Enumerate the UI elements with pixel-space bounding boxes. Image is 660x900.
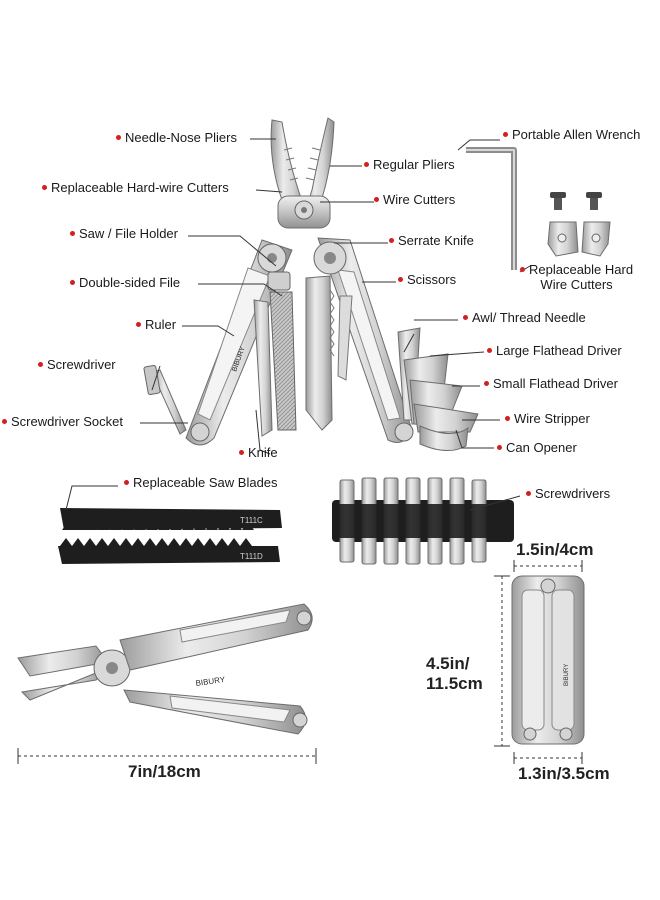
red-dot-icon [42,185,47,191]
red-dot-icon [70,231,75,237]
open-multitool-horizontal [17,603,313,735]
callout-double-sided-file: Double-sided File [70,275,180,291]
red-dot-icon [526,491,531,497]
red-dot-icon [463,315,468,321]
callout-wire-stripper: Wire Stripper [505,411,590,427]
allen-wrench [466,147,517,270]
callout-ruler: Ruler [136,317,176,333]
callout-wire-cutters: Wire Cutters [374,192,455,208]
callout-replaceable-hardwire-cutters: Replaceable Hard-wire Cutters [42,180,229,196]
callout-regular-pliers: Regular Pliers [364,157,455,173]
red-dot-icon [389,238,394,244]
callout-screwdrivers: Screwdrivers [526,486,610,502]
callout-saw-file-holder: Saw / File Holder [70,226,178,242]
red-dot-icon [374,197,379,203]
callout-scissors: Scissors [398,272,456,288]
callout-can-opener: Can Opener [497,440,577,456]
dimension-lines [18,565,582,759]
closed-multitool [511,575,585,745]
red-dot-icon [116,135,121,141]
callout-awl-thread-needle: Awl/ Thread Needle [463,310,586,326]
red-dot-icon [503,132,508,138]
leader-lines [65,138,531,511]
brand-engraving-closed: BIBURY [564,664,570,686]
callout-needle-nose-pliers: Needle-Nose Pliers [116,130,237,146]
dimension-height: 4.5in/11.5cm [426,654,483,693]
callout-serrate-knife: Serrate Knife [389,233,474,249]
red-dot-icon [70,280,75,286]
callout-knife: Knife [239,445,278,461]
dimension-open-length: 7in/18cm [128,762,201,781]
saw-code-2: T111D [240,552,263,561]
callout-large-flathead-driver: Large Flathead Driver [487,343,622,359]
dimension-width: 1.5in/4cm [516,540,594,559]
callout-replaceable-saw-blades: Replaceable Saw Blades [124,475,278,491]
callout-screwdriver: Screwdriver [38,357,116,373]
red-dot-icon [136,322,141,328]
red-dot-icon [38,362,43,368]
red-dot-icon [505,416,510,422]
callout-small-flathead-driver: Small Flathead Driver [484,376,618,392]
dimension-depth: 1.3in/3.5cm [518,764,610,783]
callout-portable-allen-wrench: Portable Allen Wrench [503,127,640,143]
red-dot-icon [398,277,403,283]
replaceable-cutter-inserts [547,192,611,257]
red-dot-icon [2,419,7,425]
saw-blades [58,508,282,564]
saw-code-1: T111C [240,516,263,525]
red-dot-icon [124,480,129,486]
red-dot-icon [520,267,525,273]
red-dot-icon [364,162,369,168]
red-dot-icon [484,381,489,387]
red-dot-icon [487,348,492,354]
brand-engraving-horizontal: BIBURY [195,675,226,688]
red-dot-icon [497,445,502,451]
bit-holder [332,477,514,565]
red-dot-icon [239,450,244,456]
main-multitool [143,117,479,451]
callout-screwdriver-socket: Screwdriver Socket [2,414,123,430]
